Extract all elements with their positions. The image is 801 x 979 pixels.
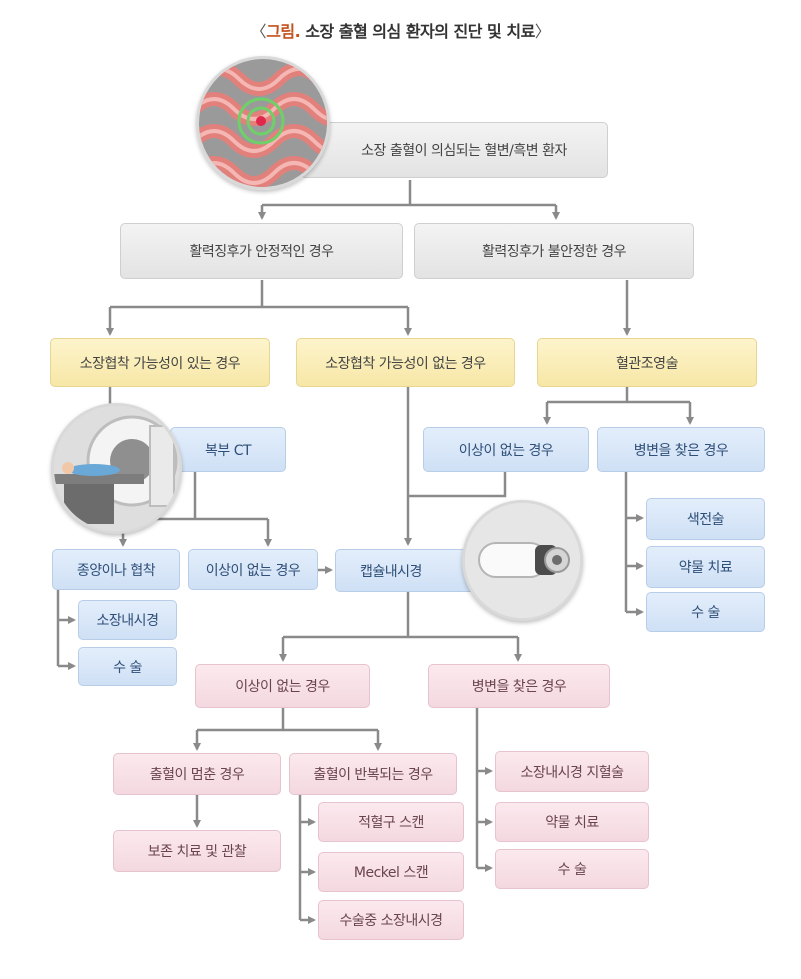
node-bleeding-stopped: 출혈이 멈춘 경우 xyxy=(113,753,281,795)
connector-angio-none-down xyxy=(408,472,507,498)
node-tumor-or-stricture: 종양이나 협착 xyxy=(52,549,180,590)
node-abdominal-ct: 복부 CT xyxy=(170,427,286,472)
node-root: 소장 출혈이 의심되는 혈변/흑변 환자 xyxy=(300,122,608,178)
node-obstruction-possible: 소장협착 가능성이 있는 경우 xyxy=(50,338,270,387)
figure-title: 〈그림. 소장 출혈 의심 환자의 진단 및 치료〉 xyxy=(250,22,551,41)
node-capsule-drug-therapy: 약물 치료 xyxy=(495,802,649,842)
node-conservative-care: 보존 치료 및 관찰 xyxy=(113,830,281,872)
figure-title-text: 소장 출혈 의심 환자의 진단 및 치료 xyxy=(300,22,535,41)
capsule-camera-icon xyxy=(462,500,583,621)
node-intraop-endoscopy: 수술중 소장내시경 xyxy=(318,900,464,940)
node-obstruction-unlikely: 소장협착 가능성이 없는 경우 xyxy=(296,338,515,387)
node-bleeding-recurrent: 출혈이 반복되는 경우 xyxy=(289,753,457,795)
node-ct-surgery: 수 술 xyxy=(78,647,177,686)
node-capsule-surgery: 수 술 xyxy=(495,849,649,889)
figure-label: 그림. xyxy=(266,22,301,41)
node-angiography: 혈관조영술 xyxy=(537,338,757,387)
node-capsule-lesion-found: 병변을 찾은 경우 xyxy=(428,664,610,708)
node-stable: 활력징후가 안정적인 경우 xyxy=(120,223,403,279)
node-endoscopic-hemostasis: 소장내시경 지혈술 xyxy=(495,751,649,792)
intestine-icon xyxy=(196,56,330,190)
node-angio-no-abnormality: 이상이 없는 경우 xyxy=(423,427,589,472)
node-rbc-scan: 적혈구 스캔 xyxy=(318,802,464,842)
ct-scanner-icon xyxy=(51,403,182,534)
node-angio-surgery: 수 술 xyxy=(646,592,765,632)
node-capsule-endoscopy: 캡슐내시경 xyxy=(335,549,475,592)
node-small-bowel-endoscopy: 소장내시경 xyxy=(78,600,177,640)
node-capsule-no-abnormality: 이상이 없는 경우 xyxy=(195,664,370,708)
node-unstable: 활력징후가 불안정한 경우 xyxy=(414,223,694,279)
node-meckel-scan: Meckel 스캔 xyxy=(318,852,464,892)
node-embolization: 색전술 xyxy=(646,498,765,540)
node-ct-no-abnormality: 이상이 없는 경우 xyxy=(188,549,318,590)
node-angio-lesion-found: 병변을 찾은 경우 xyxy=(597,427,765,472)
node-angio-drug-therapy: 약물 치료 xyxy=(646,546,765,588)
